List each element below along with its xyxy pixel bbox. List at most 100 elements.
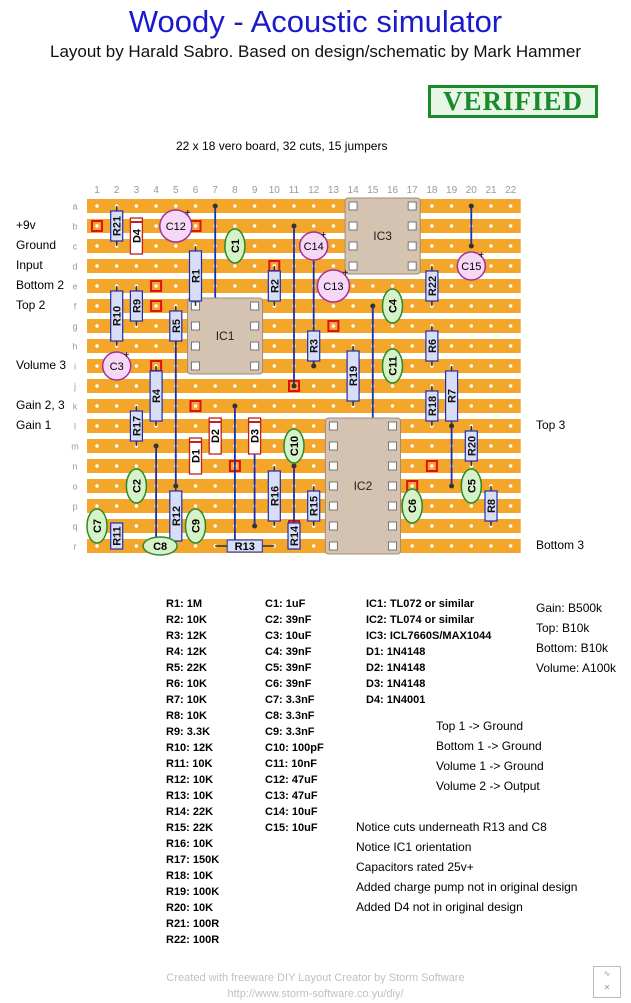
resistor-label: R7 [447,389,459,403]
row-label: q [72,522,77,532]
column-label: 19 [446,185,458,196]
polarity-mark: + [185,208,191,219]
board-hole [174,264,178,268]
polarity-mark: + [478,250,484,261]
board-hole [430,464,434,468]
board-hole [292,424,296,428]
board-hole [331,204,336,208]
board-hole [95,404,99,408]
capacitor-c2: C2 [125,468,148,504]
resistor-body [169,310,183,342]
capacitor-body [224,228,246,264]
electrolytic-body [456,251,487,281]
note-item: Added charge pump not in original design [356,880,578,894]
board-hole [312,204,316,208]
board-hole [430,504,434,508]
copper-strip [87,479,521,493]
board-hole [489,224,493,228]
capacitor-c1: C1 [224,228,246,264]
resistor-r5: R5 [169,306,183,346]
pot-value: Top: B10k [536,621,590,635]
board-hole [174,284,178,288]
solder-point [153,443,159,449]
resistor-body [169,490,183,542]
column-label: 3 [134,185,140,196]
resistor-label: R9 [131,299,143,313]
board-hole [410,544,414,548]
resistor-body [226,539,263,553]
row-label: k [73,402,78,412]
resistor-label: R16 [269,486,281,506]
ic-pin [348,241,358,251]
diode-label: D1 [191,449,203,463]
ic-pin [250,341,260,351]
board-hole [252,284,257,288]
electrolytic-c15: C15+ [456,250,487,281]
resistor-r9: R9 [129,286,143,326]
page-subtitle: Layout by Harald Sabro. Based on design/… [49,42,582,61]
diode-body [188,437,203,475]
board-hole [469,284,473,288]
board-hole [449,224,454,228]
column-label: 18 [426,185,438,196]
board-hole [449,304,454,308]
board-hole [95,304,99,308]
board-hole [233,384,237,388]
electrolytic-body [298,231,329,261]
board-hole [489,424,493,428]
capacitor-value: C6: 39nF [265,678,312,690]
board-hole [449,344,454,348]
column-label: 5 [173,185,179,196]
resistor-body [484,490,498,522]
column-label: 15 [367,185,379,196]
resistor-label: R10 [112,306,124,326]
board-hole [489,544,493,548]
board-hole [115,384,119,388]
board-hole [390,344,395,348]
capacitor-label: C1 [230,239,242,253]
electrolytic-body [101,351,132,381]
copper-strip [87,399,521,413]
strip-cut [150,280,163,292]
resistor-body [346,350,360,402]
board-hole [390,284,395,288]
side-label: Gain 1 [16,418,52,432]
board-hole [174,244,178,248]
board-hole [509,404,513,408]
board-hole [410,524,414,528]
diode-body [129,217,144,255]
board-hole [312,544,316,548]
resistor-r10: R10 [110,286,124,346]
resistor-label: R20 [466,436,478,456]
ic-pin [328,461,338,471]
board-hole [95,364,99,368]
resistor-body [110,522,124,550]
column-label: 1 [94,185,100,196]
resistor-value: R3: 12K [166,630,207,642]
ic-pin [348,221,358,231]
board-hole [509,424,513,428]
semiconductor-value: D2: 1N4148 [366,662,426,674]
diode-label: D3 [250,429,262,443]
column-label: 20 [466,185,478,196]
resistor-body [129,290,143,322]
resistor-body [149,370,163,422]
row-label: h [72,342,77,352]
board-hole [489,404,493,408]
ic-pin [388,501,397,511]
board-hole [410,384,414,388]
resistor-label: R14 [289,525,301,546]
board-hole [410,464,414,468]
board-hole [410,344,414,348]
board-hole [272,204,276,208]
solder-point [252,523,258,529]
board-hole [449,544,454,548]
column-label: 6 [193,185,199,196]
resistor-value: R7: 10K [166,694,207,706]
electrolytic-label: C15 [461,261,481,273]
board-hole [95,204,99,208]
capacitor-body [401,488,423,524]
diode-d3: D3 [247,417,262,455]
footer-url[interactable]: http://www.storm-software.co.yu/diy/ [227,988,404,1000]
